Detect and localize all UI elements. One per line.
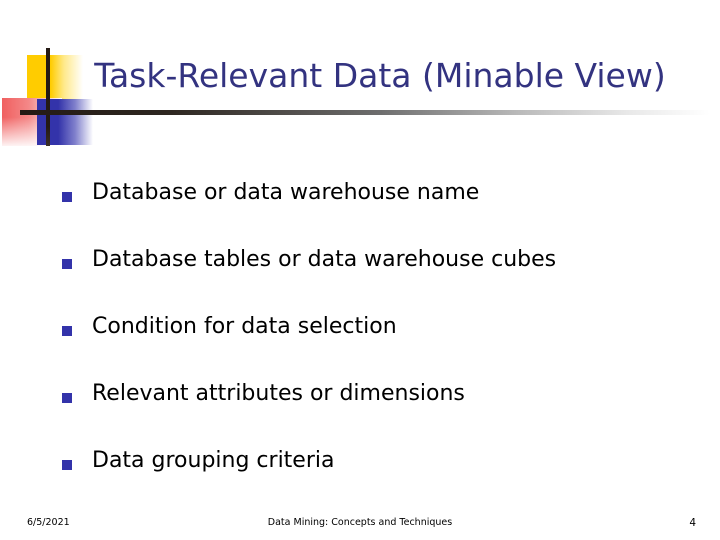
list-item: Database tables or data warehouse cubes	[60, 243, 700, 310]
square-bullet-icon	[62, 259, 72, 269]
bullet-list: Database or data warehouse name Database…	[60, 176, 700, 511]
square-bullet-icon	[62, 192, 72, 202]
list-item-label: Database tables or data warehouse cubes	[92, 247, 557, 272]
list-item: Relevant attributes or dimensions	[60, 377, 700, 444]
footer-page-number: 4	[689, 517, 696, 529]
square-bullet-icon	[62, 393, 72, 403]
list-item-label: Data grouping criteria	[92, 448, 335, 473]
list-item: Condition for data selection	[60, 310, 700, 377]
footer-date: 6/5/2021	[27, 517, 70, 528]
list-item-label: Condition for data selection	[92, 314, 397, 339]
footer-title: Data Mining: Concepts and Techniques	[267, 517, 453, 528]
list-item: Data grouping criteria	[60, 444, 700, 511]
list-item: Database or data warehouse name	[60, 176, 700, 243]
list-item-label: Relevant attributes or dimensions	[92, 381, 465, 406]
list-item-label: Database or data warehouse name	[92, 180, 480, 205]
vertical-rule-icon	[46, 48, 50, 146]
red-square-icon	[2, 98, 62, 146]
horizontal-rule-icon	[20, 110, 710, 115]
square-bullet-icon	[62, 326, 72, 336]
square-bullet-icon	[62, 460, 72, 470]
blue-square-icon	[37, 99, 93, 145]
slide-footer: 6/5/2021 Data Mining: Concepts and Techn…	[0, 515, 720, 535]
slide-title: Task-Relevant Data (Minable View)	[94, 56, 666, 95]
